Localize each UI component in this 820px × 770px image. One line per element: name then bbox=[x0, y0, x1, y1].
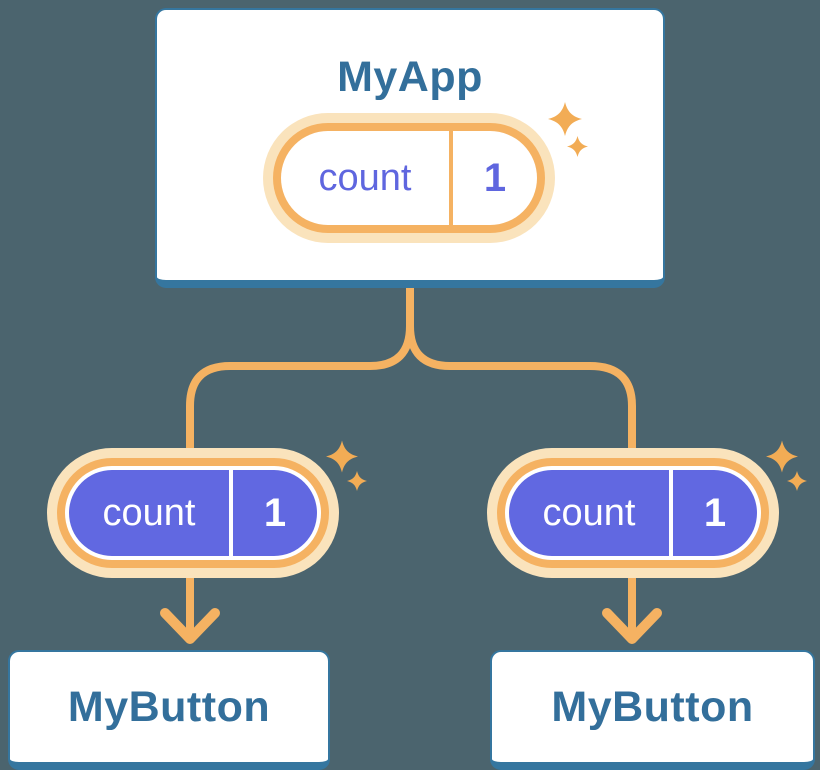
sparkle-icon-large bbox=[326, 440, 358, 473]
arrow-down-icon bbox=[602, 608, 662, 644]
state-name-cell: count bbox=[509, 470, 669, 556]
branch-line-left bbox=[186, 284, 414, 640]
state-name: count bbox=[542, 492, 636, 534]
state-pill-ring: count 1 bbox=[57, 458, 329, 568]
sparkle-icon-large bbox=[766, 440, 798, 473]
state-pill-child-left: count 1 bbox=[47, 448, 339, 578]
state-name-cell: count bbox=[69, 470, 229, 556]
state-pill-ring: count 1 bbox=[273, 123, 545, 233]
state-pill-body: count 1 bbox=[281, 131, 537, 225]
state-value-cell: 1 bbox=[233, 470, 317, 556]
state-name: count bbox=[102, 492, 196, 534]
state-pill-child-right: count 1 bbox=[487, 448, 779, 578]
component-card-mybutton-left: MyButton bbox=[8, 650, 330, 770]
state-value-cell: 1 bbox=[673, 470, 757, 556]
state-value-cell: 1 bbox=[453, 131, 537, 225]
state-value: 1 bbox=[483, 156, 507, 200]
state-pill-body: count 1 bbox=[65, 466, 321, 560]
sparkle-icon-large bbox=[548, 102, 582, 136]
state-value: 1 bbox=[263, 491, 287, 535]
pill-divider bbox=[229, 470, 233, 556]
arrow-down-icon bbox=[160, 608, 220, 644]
component-card-mybutton-right: MyButton bbox=[490, 650, 815, 770]
branch-line-right bbox=[406, 284, 636, 640]
pill-divider bbox=[669, 470, 673, 556]
sparkle-icon-small bbox=[787, 471, 807, 491]
pill-divider bbox=[449, 131, 453, 225]
state-name: count bbox=[318, 157, 412, 199]
sparkle-icon-small bbox=[347, 471, 367, 491]
component-title: MyButton bbox=[551, 682, 754, 731]
state-pill-ring: count 1 bbox=[497, 458, 769, 568]
sparkle-icon-small bbox=[567, 136, 588, 157]
component-title: MyButton bbox=[67, 682, 271, 731]
state-value: 1 bbox=[703, 491, 727, 535]
component-title: MyApp bbox=[337, 53, 483, 101]
state-pill-root: count 1 bbox=[263, 113, 555, 243]
state-name-cell: count bbox=[281, 131, 449, 225]
state-pill-body: count 1 bbox=[505, 466, 761, 560]
